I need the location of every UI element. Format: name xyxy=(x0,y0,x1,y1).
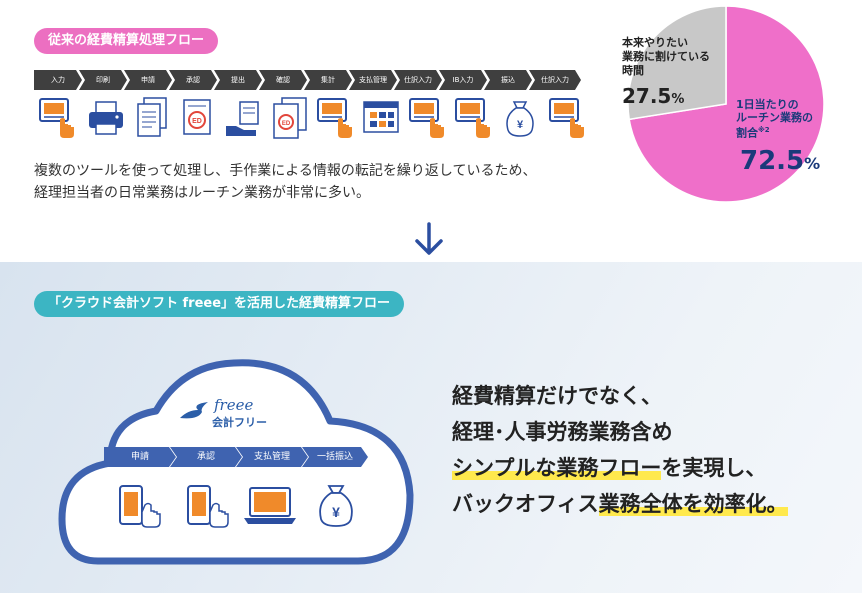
down-arrow-icon xyxy=(415,222,443,255)
legacy-step: 印刷 xyxy=(79,70,127,90)
computer-hand-icon xyxy=(39,98,74,138)
pie-label-free-time: 本来やりたい 業務に割けている 時間 xyxy=(622,36,710,77)
computer-hand-icon xyxy=(455,98,490,138)
headline-message: 経費精算だけでなく、 経理･人事労務業務含め シンプルな業務フローを実現し、 バ… xyxy=(452,384,788,516)
legacy-flow-icons: ED ED ¥ xyxy=(34,96,594,142)
freee-step: 支払管理 xyxy=(236,447,308,467)
legacy-step: 入力 xyxy=(34,70,82,90)
freee-step: 一括振込 xyxy=(302,447,368,467)
stamp-documents-icon: ED xyxy=(273,97,307,139)
legacy-step: 支払管理 xyxy=(349,70,397,90)
document-icon xyxy=(137,97,167,137)
freee-flow-steps: 申請 承認 支払管理 一括振込 xyxy=(104,447,368,467)
svg-text:¥: ¥ xyxy=(517,119,524,131)
submit-hand-icon xyxy=(226,101,259,136)
spreadsheet-icon xyxy=(363,101,399,133)
computer-hand-icon xyxy=(409,98,444,138)
legacy-step: 確認 xyxy=(259,70,307,90)
printer-icon xyxy=(89,101,123,135)
stamp-document-icon: ED xyxy=(183,99,211,135)
swallow-logo-icon xyxy=(180,402,208,419)
pie-svg xyxy=(627,5,825,203)
pie-slice xyxy=(627,5,727,121)
legacy-step: 申請 xyxy=(124,70,172,90)
legacy-description: 複数のツールを使って処理し、手作業による情報の転記を繰り返しているため、 経理担… xyxy=(34,163,537,201)
legacy-flow-title: 従来の経費精算処理フロー xyxy=(34,28,219,54)
pie-value-free-time: 27.5% xyxy=(622,84,685,108)
freee-logo-subtitle: 会計フリー xyxy=(212,416,267,429)
freee-step: 申請 xyxy=(104,447,176,467)
legacy-step: 承認 xyxy=(169,70,217,90)
svg-text:ED: ED xyxy=(192,118,202,125)
money-bag-icon: ¥ xyxy=(319,485,353,527)
legacy-step: 集計 xyxy=(304,70,352,90)
legacy-step: 仕訳入力 xyxy=(394,70,442,90)
pie-value-routine: 72.5% xyxy=(740,146,821,176)
freee-logo-text: freee xyxy=(214,396,254,414)
legacy-step: 振込 xyxy=(484,70,532,90)
freee-flow-title: 「クラウド会計ソフト freee」を活用した経費精算フロー xyxy=(34,291,405,317)
computer-hand-icon xyxy=(549,98,584,138)
legacy-step: 仕訳入力 xyxy=(529,70,581,90)
svg-text:ED: ED xyxy=(282,121,291,127)
legacy-step: 提出 xyxy=(214,70,262,90)
smartphone-hand-icon xyxy=(119,485,161,528)
routine-work-pie-chart: 本来やりたい 業務に割けている 時間 27.5% 1日当たりの ルーチン業務の … xyxy=(600,0,862,230)
freee-step: 承認 xyxy=(170,447,242,467)
pie-label-routine: 1日当たりの ルーチン業務の 割合※2 xyxy=(736,98,813,140)
legacy-step: IB入力 xyxy=(439,70,487,90)
smartphone-hand-icon xyxy=(187,485,229,528)
svg-text:¥: ¥ xyxy=(332,504,340,520)
computer-hand-icon xyxy=(317,98,352,138)
legacy-flow-steps: 入力 印刷 申請 承認 提出 確認 集計 支払管理 仕訳入力 IB入力 振込 仕… xyxy=(34,70,582,90)
money-bag-icon: ¥ xyxy=(506,101,534,137)
laptop-icon xyxy=(244,487,296,524)
